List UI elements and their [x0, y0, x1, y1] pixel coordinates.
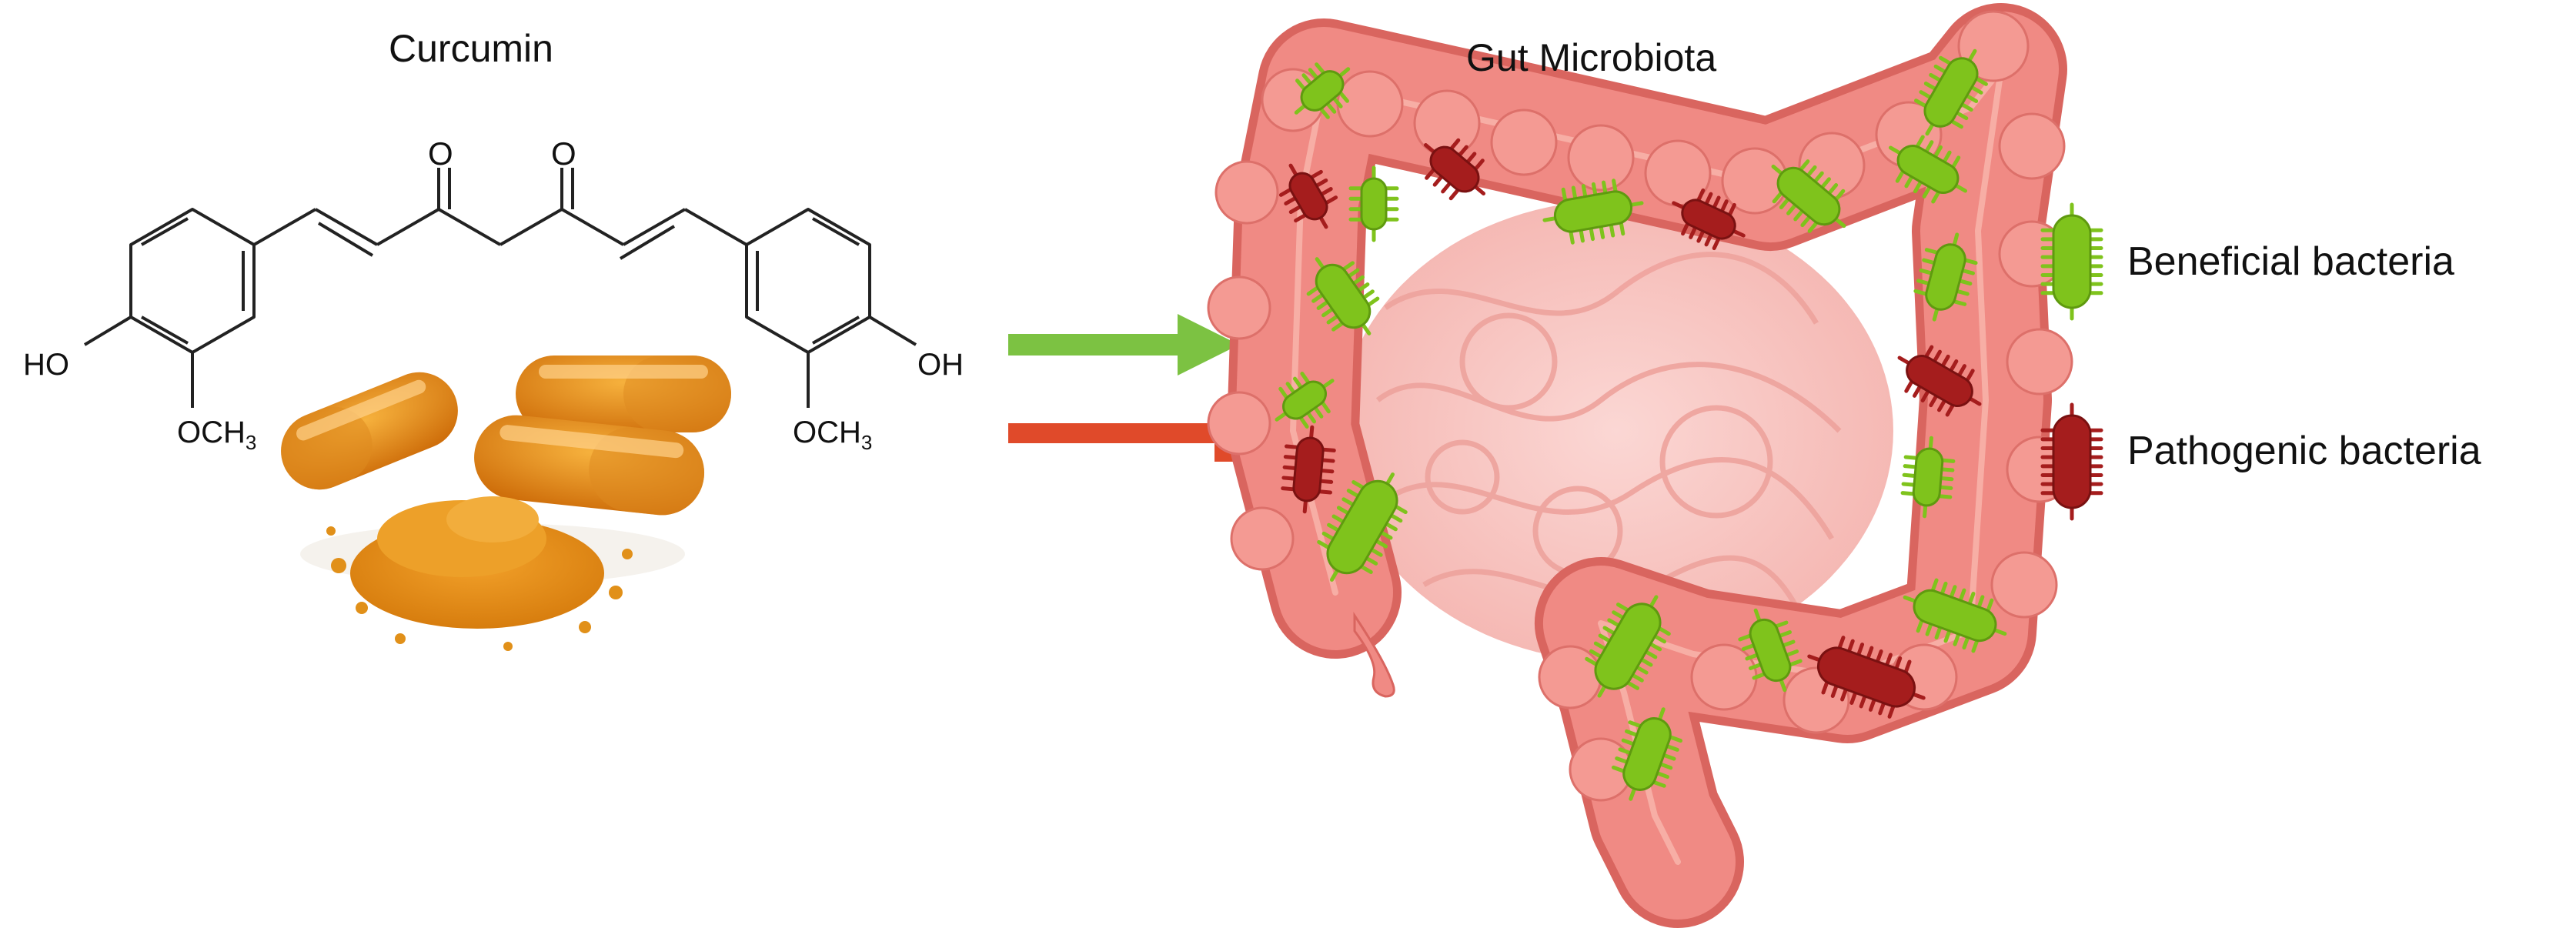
carbonyl-right-label: O	[551, 135, 576, 172]
capsule	[281, 372, 458, 490]
gut-microbiota-title: Gut Microbiota	[1466, 36, 1717, 79]
pathogenic-bacterium-icon	[1807, 636, 1926, 719]
beneficial-bacterium-icon	[1611, 707, 1683, 801]
carbonyl-left-label: O	[428, 135, 453, 172]
beneficial-bacterium-icon	[1348, 165, 1399, 242]
beneficial-bacterium-icon	[1542, 179, 1644, 245]
beneficial-bacterium-icon	[1914, 48, 1988, 136]
beneficial-bacterium-icon	[1889, 135, 1967, 204]
beneficial-bacterium-icon	[1913, 232, 1978, 322]
methoxy-right-label: OCH3	[793, 416, 872, 455]
pathogenic-bacterium-icon	[1278, 163, 1338, 229]
beneficial-bacterium-icon	[1771, 159, 1846, 233]
beneficial-bacterium-icon	[1275, 372, 1335, 429]
curcumin-title: Curcumin	[389, 27, 553, 70]
right-benzene-ring	[745, 208, 871, 354]
beneficial-bacterium-icon	[1294, 62, 1351, 119]
beneficial-bacterium-icon	[1903, 578, 2007, 653]
methoxy-right-text: OCH	[793, 416, 861, 449]
legend-pathogenic-label: Pathogenic bacteria	[2127, 429, 2481, 473]
pathogenic-bacterium-icon	[1672, 188, 1746, 251]
appendix	[1353, 612, 1395, 698]
capsule	[474, 415, 705, 516]
promote-arrow	[1008, 314, 1239, 376]
pathogenic-bacterium-icon	[1281, 425, 1336, 514]
beneficial-bacterium-icon	[1585, 595, 1671, 698]
beneficial-bacterium-icon	[1900, 436, 1956, 519]
legend	[2040, 202, 2103, 521]
legend-beneficial-label: Beneficial bacteria	[2127, 239, 2454, 284]
methoxy-left-label: OCH3	[177, 416, 256, 455]
intestine-illustration	[1207, 3, 2073, 928]
hydroxyl-left-label: HO	[23, 348, 69, 382]
methoxy-left-text: OCH	[177, 416, 246, 449]
colon-haustra	[1207, 10, 2073, 802]
left-benzene-ring	[129, 208, 256, 354]
small-intestine	[1339, 200, 1893, 662]
methoxy-left-subscript: 3	[245, 431, 257, 454]
methoxy-right-subscript: 3	[860, 431, 873, 454]
turmeric-supplement-illustration	[281, 356, 731, 651]
relation-arrows	[1008, 314, 1239, 462]
legend-beneficial-bacterium-icon	[2040, 202, 2103, 321]
beneficial-bacterium-icon	[1738, 608, 1803, 693]
turmeric-powder	[326, 496, 633, 651]
beneficial-bacterium-icon	[1306, 257, 1380, 335]
capsule	[516, 356, 731, 432]
hydroxyl-right-label: OH	[917, 348, 964, 382]
curcumin-structure	[83, 168, 917, 408]
gut-bacteria	[1275, 48, 2007, 801]
pathogenic-bacterium-icon	[1897, 345, 1982, 417]
pathogenic-bacterium-icon	[1423, 138, 1486, 201]
inhibit-arrow	[1008, 405, 1236, 462]
legend-pathogenic-bacterium-icon	[2040, 402, 2103, 521]
beneficial-bacterium-icon	[1317, 472, 1408, 582]
